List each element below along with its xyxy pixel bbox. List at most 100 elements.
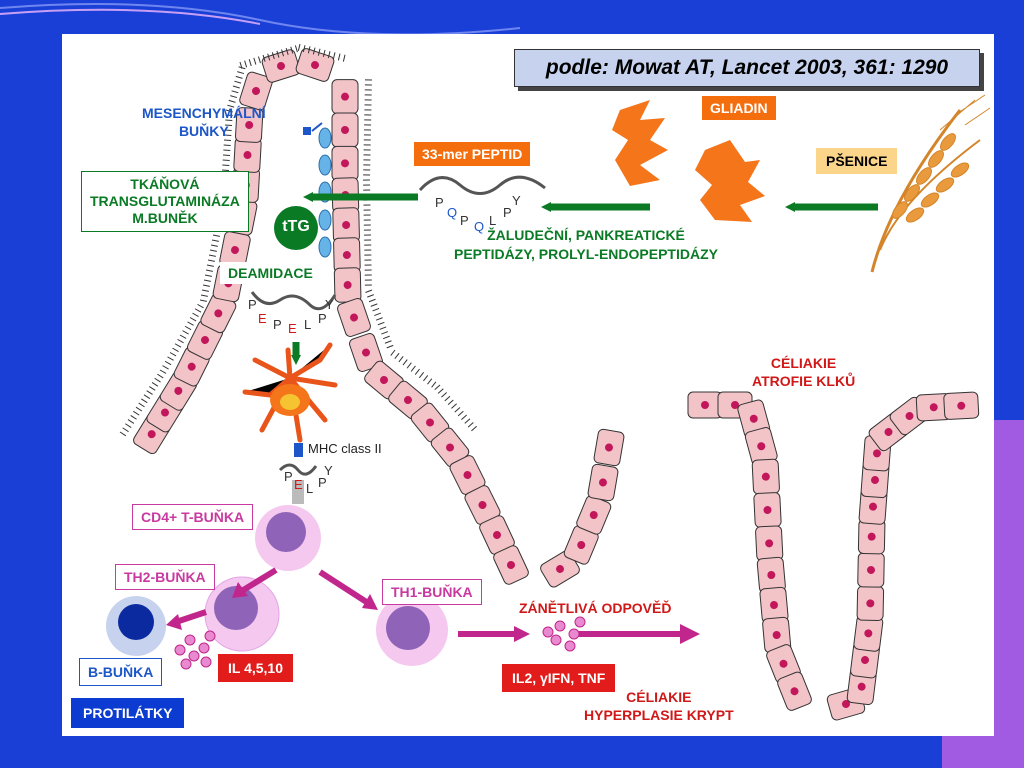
wheat-label: PŠENICE	[816, 148, 898, 174]
hyperplasia-line: HYPERPLASIE KRYPT	[584, 707, 734, 723]
epithelial-cell	[576, 495, 612, 535]
epithelial-cell	[261, 49, 301, 83]
peptide-chain-deamidated	[250, 291, 337, 311]
amino-acid-letter: P	[248, 297, 257, 312]
epithelial-cell	[744, 427, 778, 466]
il-th2-box: IL 4,5,10	[218, 654, 294, 682]
epithelial-cell	[200, 293, 237, 334]
epithelial-cell	[333, 237, 361, 273]
amino-acid-letter: Y	[325, 297, 334, 312]
epithelial-cell	[493, 545, 529, 585]
epithelial-cell	[853, 614, 884, 652]
cytokines-th1	[542, 616, 586, 652]
bcell-box: B-BUŇKA	[79, 658, 163, 686]
mesenchymal-label-line: MESENCHYMÁLNÍ	[142, 105, 266, 121]
hyperplasia-label: CÉLIAKIE HYPERPLASIE KRYPT	[584, 688, 734, 724]
gliadin-box: GLIADIN	[702, 96, 776, 120]
peptide-chain-native	[418, 175, 546, 195]
peptide-33mer-box: 33-mer PEPTID	[414, 142, 531, 166]
epithelial-cell	[857, 552, 885, 588]
epithelial-cell	[593, 428, 625, 467]
peptidases-label: ŽALUDEČNÍ, PANKREATICKÉ PEPTIDÁZY, PROLY…	[454, 226, 718, 264]
mesenchymal-label: MESENCHYMÁLNÍ BUŇKY	[142, 104, 266, 140]
amino-acid-letter: L	[306, 481, 314, 496]
epithelial-cell	[755, 525, 784, 562]
epithelial-cell	[333, 267, 362, 303]
atrophy-line: CÉLIAKIE	[770, 355, 837, 371]
hyperplasia-line: CÉLIAKIE	[626, 689, 692, 705]
inflammation-label: ZÁNĚTLIVÁ ODPOVĚĎ	[519, 600, 672, 616]
cd4-t-cell	[255, 505, 321, 571]
amino-acid-letter: E	[288, 321, 297, 336]
brush-border	[119, 43, 477, 437]
dendritic-cell-icon	[242, 342, 338, 443]
epithelial-cell	[766, 644, 801, 684]
amino-acid-letter: Y	[512, 193, 521, 208]
th2-cell	[204, 576, 280, 652]
peptidases-line: ŽALUDEČNÍ, PANKREATICKÉ	[487, 227, 685, 243]
epithelial-cell	[331, 79, 359, 115]
epithelial-cell	[751, 458, 780, 495]
epithelial-cell	[337, 298, 371, 337]
mhc-molecule	[294, 443, 303, 457]
amino-acid-letter: P	[318, 475, 327, 490]
ttg-box-line: TRANSGLUTAMINÁZA	[90, 193, 240, 209]
amino-acid-letter: P	[273, 317, 282, 332]
gliadin-fragment	[695, 140, 765, 222]
arrow-th2-to-bcell	[175, 609, 207, 625]
epithelial-cell	[687, 391, 723, 419]
amino-acid-letter: Y	[324, 463, 333, 478]
epithelial-cell	[777, 671, 812, 711]
epithelial-cell	[331, 145, 359, 181]
amino-acid-letter: E	[258, 311, 267, 326]
diagram-canvas	[106, 43, 991, 721]
ttg-box-line: TKÁŇOVÁ	[130, 176, 200, 192]
villus-epithelium	[133, 48, 625, 588]
amino-acid-letter: E	[294, 477, 303, 492]
mesenchymal-cell	[318, 154, 332, 176]
cytokines-th2	[174, 630, 216, 670]
atrophy-label: CÉLIAKIE ATROFIE KLKŮ	[752, 354, 855, 390]
peptide-chain-mhc	[278, 463, 318, 476]
epithelial-cell	[915, 393, 952, 422]
amino-acid-letter: Q	[474, 219, 485, 234]
ttg-enzyme	[274, 206, 318, 250]
mesenchymal-marker	[303, 127, 311, 135]
amino-acid-letter: L	[304, 317, 312, 332]
mesenchymal-cell	[318, 236, 332, 258]
arrow-cd4-to-th1	[318, 569, 370, 606]
citation-box: podle: Mowat AT, Lancet 2003, 361: 1290	[514, 49, 980, 87]
deamidation-label: DEAMIDACE	[220, 262, 321, 284]
arrow-cd4-to-th2	[238, 567, 278, 595]
wheat-icon	[870, 94, 991, 273]
il-th1-box: IL2, γIFN, TNF	[502, 664, 616, 692]
epithelial-cell	[753, 492, 782, 528]
mesenchymal-cell	[318, 127, 332, 149]
peptidases-line: PEPTIDÁZY, PROLYL-ENDOPEPTIDÁZY	[454, 246, 718, 262]
epithelial-cell	[943, 391, 980, 420]
epithelial-cell	[331, 112, 359, 148]
tcr-stem	[292, 480, 304, 504]
b-cell	[106, 596, 166, 656]
gliadin-fragment	[612, 100, 668, 186]
amino-acid-letter: Q	[447, 205, 458, 220]
th1-box: TH1-BUŇKA	[382, 579, 482, 605]
atrophy-line: ATROFIE KLKŮ	[752, 373, 856, 389]
epithelial-cell	[332, 207, 360, 243]
epithelial-cell	[364, 360, 404, 400]
epithelial-cell	[233, 137, 262, 173]
diagram-panel: podle: Mowat AT, Lancet 2003, 361: 1290 …	[62, 34, 994, 736]
mhc-label: MHC class II	[308, 441, 382, 456]
ttg-box-line: M.BUNĚK	[132, 210, 198, 226]
epithelial-cell	[235, 107, 264, 143]
amino-acid-letter: P	[503, 205, 512, 220]
amino-acid-letter: L	[489, 213, 497, 228]
epithelial-cell	[587, 463, 619, 502]
mesenchymal-label-line: BUŇKY	[178, 123, 229, 139]
epithelial-cell	[856, 585, 885, 621]
amino-acid-letter: P	[460, 213, 469, 228]
epithelial-cell	[540, 550, 580, 588]
accent-corner	[994, 736, 1024, 768]
atrophic-villi-epithelium	[687, 391, 980, 721]
antibodies-box: PROTILÁTKY	[71, 698, 185, 728]
